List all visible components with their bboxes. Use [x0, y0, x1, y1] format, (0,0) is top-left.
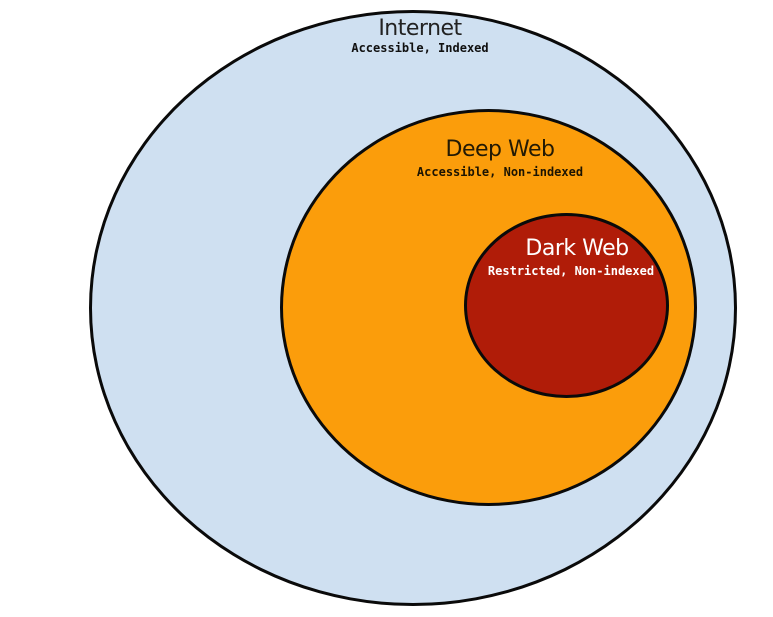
internet-subtitle: Accessible, Indexed: [351, 41, 489, 55]
dark-web-title: Dark Web: [525, 236, 629, 261]
dark-web-subtitle: Restricted, Non-indexed: [487, 264, 655, 278]
deep-web-subtitle: Accessible, Non-indexed: [416, 165, 584, 179]
dark-web-circle: [464, 213, 669, 398]
internet-title: Internet: [378, 16, 462, 41]
deep-web-title: Deep Web: [445, 137, 555, 162]
